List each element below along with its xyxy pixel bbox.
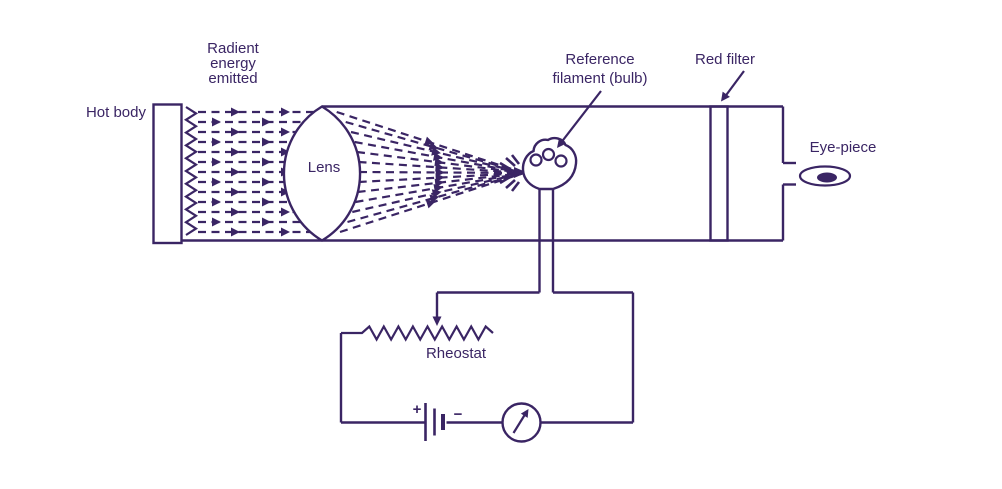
focus-dense-dash xyxy=(499,161,511,171)
ray-arrowhead-icon xyxy=(281,227,290,237)
bulb-outline xyxy=(521,136,578,191)
filament-loop-3 xyxy=(554,154,568,168)
ray-arrowhead-icon xyxy=(425,199,436,209)
ray-arrowhead-icon xyxy=(231,187,240,197)
eye-piece xyxy=(798,165,852,187)
ray-arrowhead-icon xyxy=(281,147,290,157)
red-filter-pointer-arrowhead-icon xyxy=(721,91,730,102)
converging-ray-dash xyxy=(347,171,525,224)
reference-filament-bulb xyxy=(521,90,602,191)
lens-shape xyxy=(282,105,362,242)
ray-arrowhead-icon xyxy=(262,117,271,127)
lens xyxy=(282,105,362,242)
reference-label-line2: filament (bulb) xyxy=(552,70,647,87)
ray-arrowhead-icon xyxy=(212,197,221,207)
rheostat-element xyxy=(341,324,494,342)
focus-dense-dash xyxy=(499,175,511,185)
ray-arrowhead-icon xyxy=(212,217,221,227)
ray-arrowhead-icon xyxy=(431,146,441,156)
radiant-rays-converging xyxy=(336,110,525,234)
ray-arrowhead-icon xyxy=(262,197,271,207)
meter-needle-arrowhead-icon xyxy=(520,409,529,418)
ray-arrowhead-icon xyxy=(231,147,240,157)
red-filter xyxy=(709,70,745,242)
ray-arrowhead-icon xyxy=(231,167,240,177)
lens-label: Lens xyxy=(308,159,341,176)
red-filter-pointer-line xyxy=(723,70,745,99)
tube-right-wall xyxy=(781,106,796,241)
eye-icon xyxy=(798,165,852,187)
hot-body-emission-marks xyxy=(183,106,199,236)
focus-dense-dash xyxy=(505,179,516,189)
filament-loop-2 xyxy=(541,147,556,162)
galvanometer xyxy=(501,402,542,443)
meter-dial xyxy=(501,402,542,443)
focus-dense-dash xyxy=(510,154,521,165)
converging-ray-dash xyxy=(345,120,525,175)
labels: Hot body Radient energy emitted Lens Ref… xyxy=(86,40,876,423)
ray-arrowhead-icon xyxy=(231,107,240,117)
filament-loop-1 xyxy=(529,153,543,167)
radiant-label-line1: Radient xyxy=(207,40,260,57)
focus-arrowhead-icon xyxy=(514,167,527,178)
ray-arrowhead-icon xyxy=(212,137,221,147)
ray-arrowhead-icon xyxy=(281,207,290,217)
eye-pupil-icon xyxy=(817,172,837,183)
rheostat-wiper-arrowhead-icon xyxy=(432,316,442,326)
battery-plus-label: + xyxy=(413,401,422,418)
red-filter-strip xyxy=(709,105,729,242)
focus-dense-dash xyxy=(510,181,521,192)
radiant-label-line2: energy xyxy=(210,55,256,72)
ray-arrowhead-icon xyxy=(262,157,271,167)
red-filter-label: Red filter xyxy=(695,51,755,68)
ray-arrowhead-icon xyxy=(212,117,221,127)
ray-arrowhead-icon xyxy=(231,227,240,237)
ray-arrowhead-icon xyxy=(212,177,221,187)
reference-label-line1: Reference xyxy=(565,51,634,68)
ray-arrowhead-icon xyxy=(231,127,240,137)
ray-arrowhead-icon xyxy=(231,207,240,217)
ray-arrowhead-icon xyxy=(428,141,439,151)
ray-arrowhead-icon xyxy=(281,107,290,117)
hot-body-label: Hot body xyxy=(86,104,147,121)
hot-body xyxy=(152,103,199,245)
ray-arrowhead-icon xyxy=(262,217,271,227)
battery xyxy=(424,403,445,441)
ray-arrowhead-icon xyxy=(212,157,221,167)
battery-minus-label: − xyxy=(454,406,463,423)
eye-piece-label: Eye-piece xyxy=(810,139,877,156)
hot-body-block xyxy=(152,103,183,245)
rheostat-zigzag xyxy=(341,324,494,342)
rheostat-label: Rheostat xyxy=(426,345,487,362)
reference-pointer-line xyxy=(559,90,602,145)
ray-arrowhead-icon xyxy=(281,127,290,137)
ray-arrowhead-icon xyxy=(262,137,271,147)
ray-arrowhead-icon xyxy=(262,177,271,187)
emission-zigzag xyxy=(183,106,199,236)
circuit xyxy=(339,188,635,443)
radiant-label-line3: emitted xyxy=(208,70,257,87)
focus-dense-dash xyxy=(505,157,516,167)
reference-pointer-arrowhead-icon xyxy=(557,138,567,148)
